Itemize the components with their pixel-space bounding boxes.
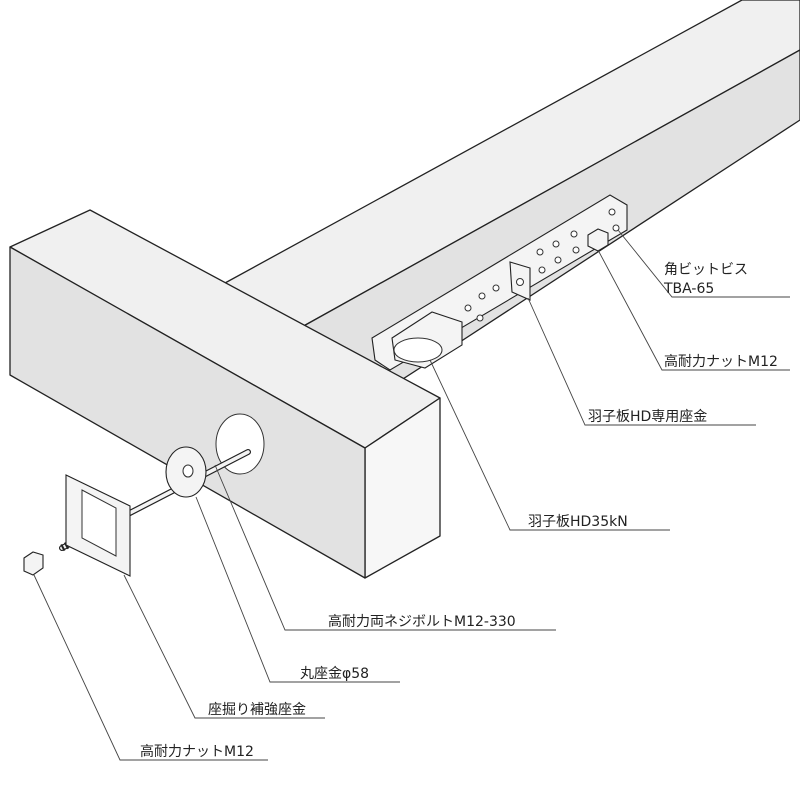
screw-hole	[536, 248, 544, 256]
screw-hole	[538, 266, 546, 274]
label-screw-line2: TBA-65	[663, 281, 714, 297]
hd-washer-hole	[516, 278, 524, 286]
label-plate: 羽子板HD35kN	[528, 514, 628, 530]
screw-hole	[570, 230, 578, 238]
leader-nut-top	[597, 249, 790, 371]
leader-bolt	[214, 464, 556, 631]
plate-screw-holes	[464, 208, 620, 322]
top-nut	[587, 228, 609, 252]
reinforce-washer	[65, 474, 131, 577]
label-round-washer: 丸座金φ58	[300, 666, 369, 682]
beam-cross-front-face	[9, 246, 366, 579]
labels: 角ビットビス TBA-65 高耐力ナットM12 羽子板HD専用座金 羽子板HD3…	[140, 262, 778, 760]
screw-hole	[608, 208, 616, 216]
screw-hole	[492, 284, 500, 292]
leader-hd-washer	[527, 297, 756, 426]
label-nut-top: 高耐力ナットM12	[664, 353, 778, 370]
leader-screw	[617, 229, 790, 298]
plate-slot	[393, 337, 443, 363]
bottom-nut	[23, 551, 44, 576]
screw-hole	[572, 246, 580, 254]
screw-hole	[478, 292, 486, 300]
leader-round-washer	[195, 496, 400, 683]
screw-hole	[554, 256, 562, 264]
leader-lines	[33, 229, 790, 761]
screw-hole	[476, 314, 484, 322]
label-screw-line1: 角ビットビス	[664, 262, 748, 278]
leader-plate	[429, 359, 670, 531]
label-reinforce-washer: 座掘り補強座金	[208, 702, 306, 718]
screw-hole	[552, 240, 560, 248]
leader-reinforce-washer	[123, 574, 325, 719]
hold-down-plate	[371, 194, 628, 371]
screw-hole	[464, 304, 472, 312]
screw-hole	[612, 224, 620, 232]
label-hd-washer: 羽子板HD専用座金	[588, 409, 707, 425]
label-bolt: 高耐力両ネジボルトM12-330	[328, 613, 516, 630]
label-nut-bottom: 高耐力ナットM12	[140, 743, 254, 760]
round-washer	[165, 446, 207, 498]
leader-nut-bottom	[33, 574, 268, 761]
bolt-assembly	[23, 446, 251, 577]
